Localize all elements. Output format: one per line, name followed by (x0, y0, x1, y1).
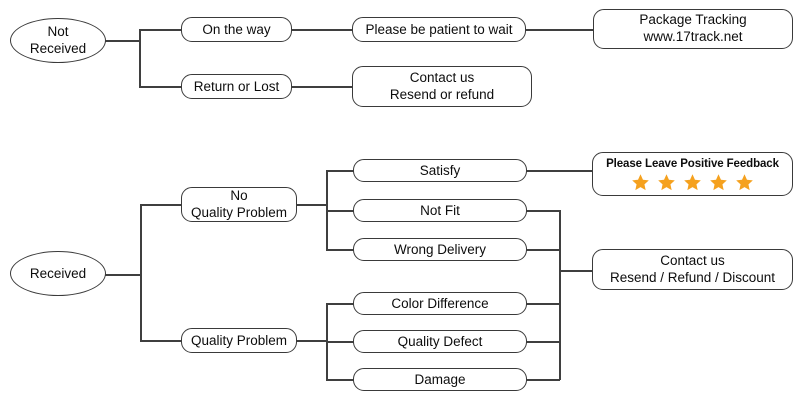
connector-damage-to-collector (526, 379, 560, 381)
connector-issues-collector-bus (559, 210, 561, 380)
connector-to-satisfy (326, 170, 354, 172)
node-wrong-delivery[interactable]: Wrong Delivery (353, 238, 527, 261)
connector-not-fit-to-collector (526, 210, 560, 212)
connector-color-difference-to-collector (526, 303, 560, 305)
node-quality-defect[interactable]: Quality Defect (353, 330, 527, 353)
node-please-leave-positive-feedback[interactable]: Please Leave Positive Feedback (592, 152, 793, 196)
connector-to-damage (326, 379, 354, 381)
connector-received-bus (140, 204, 142, 341)
node-not-fit[interactable]: Not Fit (353, 199, 527, 222)
node-package-tracking[interactable]: Package Tracking www.17track.net (593, 9, 793, 49)
node-satisfy[interactable]: Satisfy (353, 159, 527, 182)
connector-quality-problem-stem (296, 340, 328, 342)
star-icon[interactable] (631, 173, 650, 192)
connector-not-received-to-return-or-lost (139, 86, 183, 88)
connector-not-received-stem (105, 40, 140, 42)
feedback-label: Please Leave Positive Feedback (606, 158, 779, 171)
node-no-quality-problem[interactable]: No Quality Problem (181, 187, 297, 222)
connector-be-patient-to-package-tracking (525, 29, 594, 31)
star-icon[interactable] (735, 173, 754, 192)
connector-quality-defect-to-collector (526, 341, 560, 343)
connector-not-received-bus (139, 29, 141, 87)
connector-collector-to-contact-us (559, 270, 594, 272)
node-contact-us-resend-refund-discount[interactable]: Contact us Resend / Refund / Discount (592, 249, 793, 290)
connector-not-received-to-on-the-way (139, 29, 183, 31)
connector-to-color-difference (326, 303, 354, 305)
connector-wrong-delivery-to-collector (526, 249, 560, 251)
node-return-or-lost[interactable]: Return or Lost (181, 74, 292, 99)
node-color-difference[interactable]: Color Difference (353, 292, 527, 315)
connector-received-to-quality-problem (140, 340, 182, 342)
connector-received-to-no-quality-problem (140, 204, 182, 206)
node-quality-problem[interactable]: Quality Problem (181, 328, 297, 353)
star-icon[interactable] (657, 173, 676, 192)
node-please-be-patient-to-wait[interactable]: Please be patient to wait (352, 17, 526, 42)
node-received[interactable]: Received (10, 251, 106, 296)
connector-satisfy-to-feedback (526, 170, 594, 172)
node-contact-us-resend-or-refund[interactable]: Contact us Resend or refund (352, 66, 532, 107)
connector-to-not-fit (326, 210, 354, 212)
star-icon[interactable] (709, 173, 728, 192)
star-icon[interactable] (683, 173, 702, 192)
connector-received-stem (105, 274, 141, 276)
connector-to-quality-defect (326, 341, 354, 343)
connector-return-or-lost-to-contact-us (291, 86, 353, 88)
node-on-the-way[interactable]: On the way (181, 17, 292, 42)
connector-no-quality-problem-stem (296, 204, 328, 206)
node-not-received[interactable]: Not Received (10, 18, 106, 63)
node-damage[interactable]: Damage (353, 368, 527, 391)
star-rating[interactable] (631, 173, 754, 192)
connector-to-wrong-delivery (326, 249, 354, 251)
connector-on-the-way-to-be-patient (291, 29, 353, 31)
